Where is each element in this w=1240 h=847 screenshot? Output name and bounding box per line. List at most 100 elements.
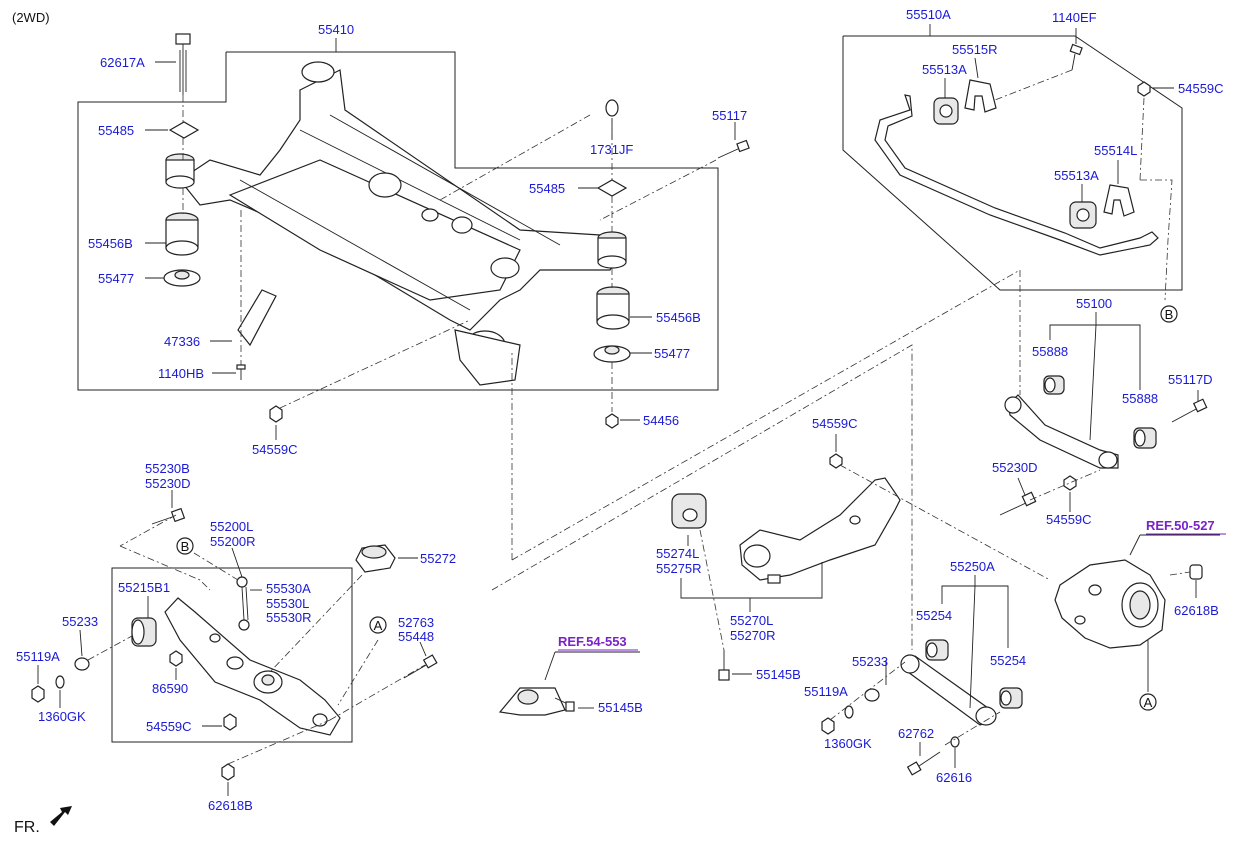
bolt-55230D-right-icon [999,477,1037,516]
subframe-leader-lines [145,38,736,440]
part-label: 55117 [712,108,747,123]
bolt-1140HB-icon [236,364,246,380]
bolt-52763-icon [403,654,438,679]
stabilizer-dashed-lines [994,69,1173,301]
bushing-55456B-left-icon [165,212,199,256]
front-arrow-icon [50,806,72,826]
part-label: 55230B [145,461,190,476]
part-label: 55485 [529,181,565,196]
part-label: 55272 [420,551,456,566]
nut-55119A-right-icon [821,717,835,735]
bolt-55117-icon [717,139,750,159]
lower-control-arm-55200 [164,597,341,736]
washer-55233-right-icon [864,688,880,702]
bolt-55145B-lower-icon [718,650,730,681]
part-label: 86590 [152,681,188,696]
bushing-55456B-right-icon [596,286,630,330]
callout-a-left: A [369,616,387,634]
link-55530-icon [236,576,250,631]
ref-50-527-link[interactable]: REF.50-527 [1146,518,1215,533]
washer-55233-left-icon [74,657,90,671]
washer-1360GK-left-icon [55,675,65,689]
part-label: 55530A [266,581,311,596]
rear-subframe [179,61,626,386]
part-label: 1360GK [38,709,86,724]
lower-control-arm-group-outline [111,567,353,743]
part-label: 55510A [906,7,951,22]
nut-54559C-lower-icon [223,713,237,731]
washer-1360GK-right-icon [844,705,854,719]
part-label: 55233 [62,614,98,629]
part-label: 54559C [252,442,298,457]
part-label: 54456 [643,413,679,428]
part-label: 54559C [812,416,858,431]
part-label: 1360GK [824,736,872,751]
washer-55477-right-icon [593,345,631,363]
bolt-55117D-icon [1171,390,1208,423]
part-label: 55888 [1032,344,1068,359]
part-label: 55100 [1076,296,1112,311]
part-label: 55410 [318,22,354,37]
part-label: 54559C [146,719,192,734]
front-direction-label: FR. [14,819,40,836]
washer-55485-right-icon [596,179,628,197]
stabilizer-group-outline [842,35,1183,291]
part-label: 55448 [398,629,434,644]
subframe-group-outline [77,51,719,391]
bolt-55145B-mount-icon [554,697,575,712]
part-label: 55513A [1054,168,1099,183]
part-label: 62762 [898,726,934,741]
part-label: 55270R [730,628,776,643]
part-label: 55230D [992,460,1038,475]
part-label: 55514L [1094,143,1137,158]
bushing-55274L-icon [671,493,707,529]
bracket-55515R-icon [964,79,997,113]
bushing-55254-upper-icon [925,639,949,661]
lower-left-leader-lines [37,490,427,796]
part-label: 55274L [656,546,699,561]
nut-54456-icon [605,413,619,429]
nut-54559C-upper-arm-icon [1063,475,1077,491]
callout-a-right: A [1139,693,1157,711]
part-label: 55513A [922,62,967,77]
part-label: 62616 [936,770,972,785]
part-label: 55117D [1168,372,1213,387]
lower-arm-55250A [900,654,997,726]
svg-text:A: A [1144,695,1153,710]
trailing-arm-bracket [680,562,823,599]
part-label: 62618B [1174,603,1219,618]
nut-54559C-subframe-icon [269,405,283,423]
part-labels: 62617A 55410 55485 1731JF 55117 55485 55… [16,7,1224,813]
part-label: 55254 [916,608,952,623]
upper-arm-bracket [1049,324,1141,390]
part-label: 55119A [16,649,60,664]
mount-upper-left-icon [165,153,195,189]
part-label: 55270L [730,613,773,628]
stabilizer-bar [874,43,1159,256]
bolt-62617A-icon [175,33,191,95]
nut-54559C-trailing-icon [829,453,843,469]
ref-54-553-link[interactable]: REF.54-553 [558,634,627,649]
part-label: 52763 [398,615,434,630]
part-label: 55254 [990,653,1026,668]
part-label: 62617A [100,55,145,70]
part-label: 55477 [654,346,690,361]
part-label: 54559C [1046,512,1092,527]
plate-47336-icon [237,289,277,347]
svg-text:B: B [181,539,190,554]
mount-upper-right-icon [597,231,627,269]
bushing-55254-lower-icon [999,687,1023,709]
part-label: 55477 [98,271,134,286]
part-label: 54559C [1178,81,1224,96]
bushing-55888-lower-icon [1133,427,1157,449]
variant-label: (2WD) [12,10,50,25]
part-label: 55215B1 [118,580,170,595]
knuckle-assembly [1054,559,1166,649]
svg-text:B: B [1165,307,1174,322]
nut-62618B-left-icon [221,763,235,781]
nut-62618B-right-icon [1189,564,1203,580]
part-label: 55145B [598,700,643,715]
callout-b-top: B [1160,305,1178,323]
spring-seat-55272-icon [355,544,396,573]
part-label: 55275R [656,561,702,576]
